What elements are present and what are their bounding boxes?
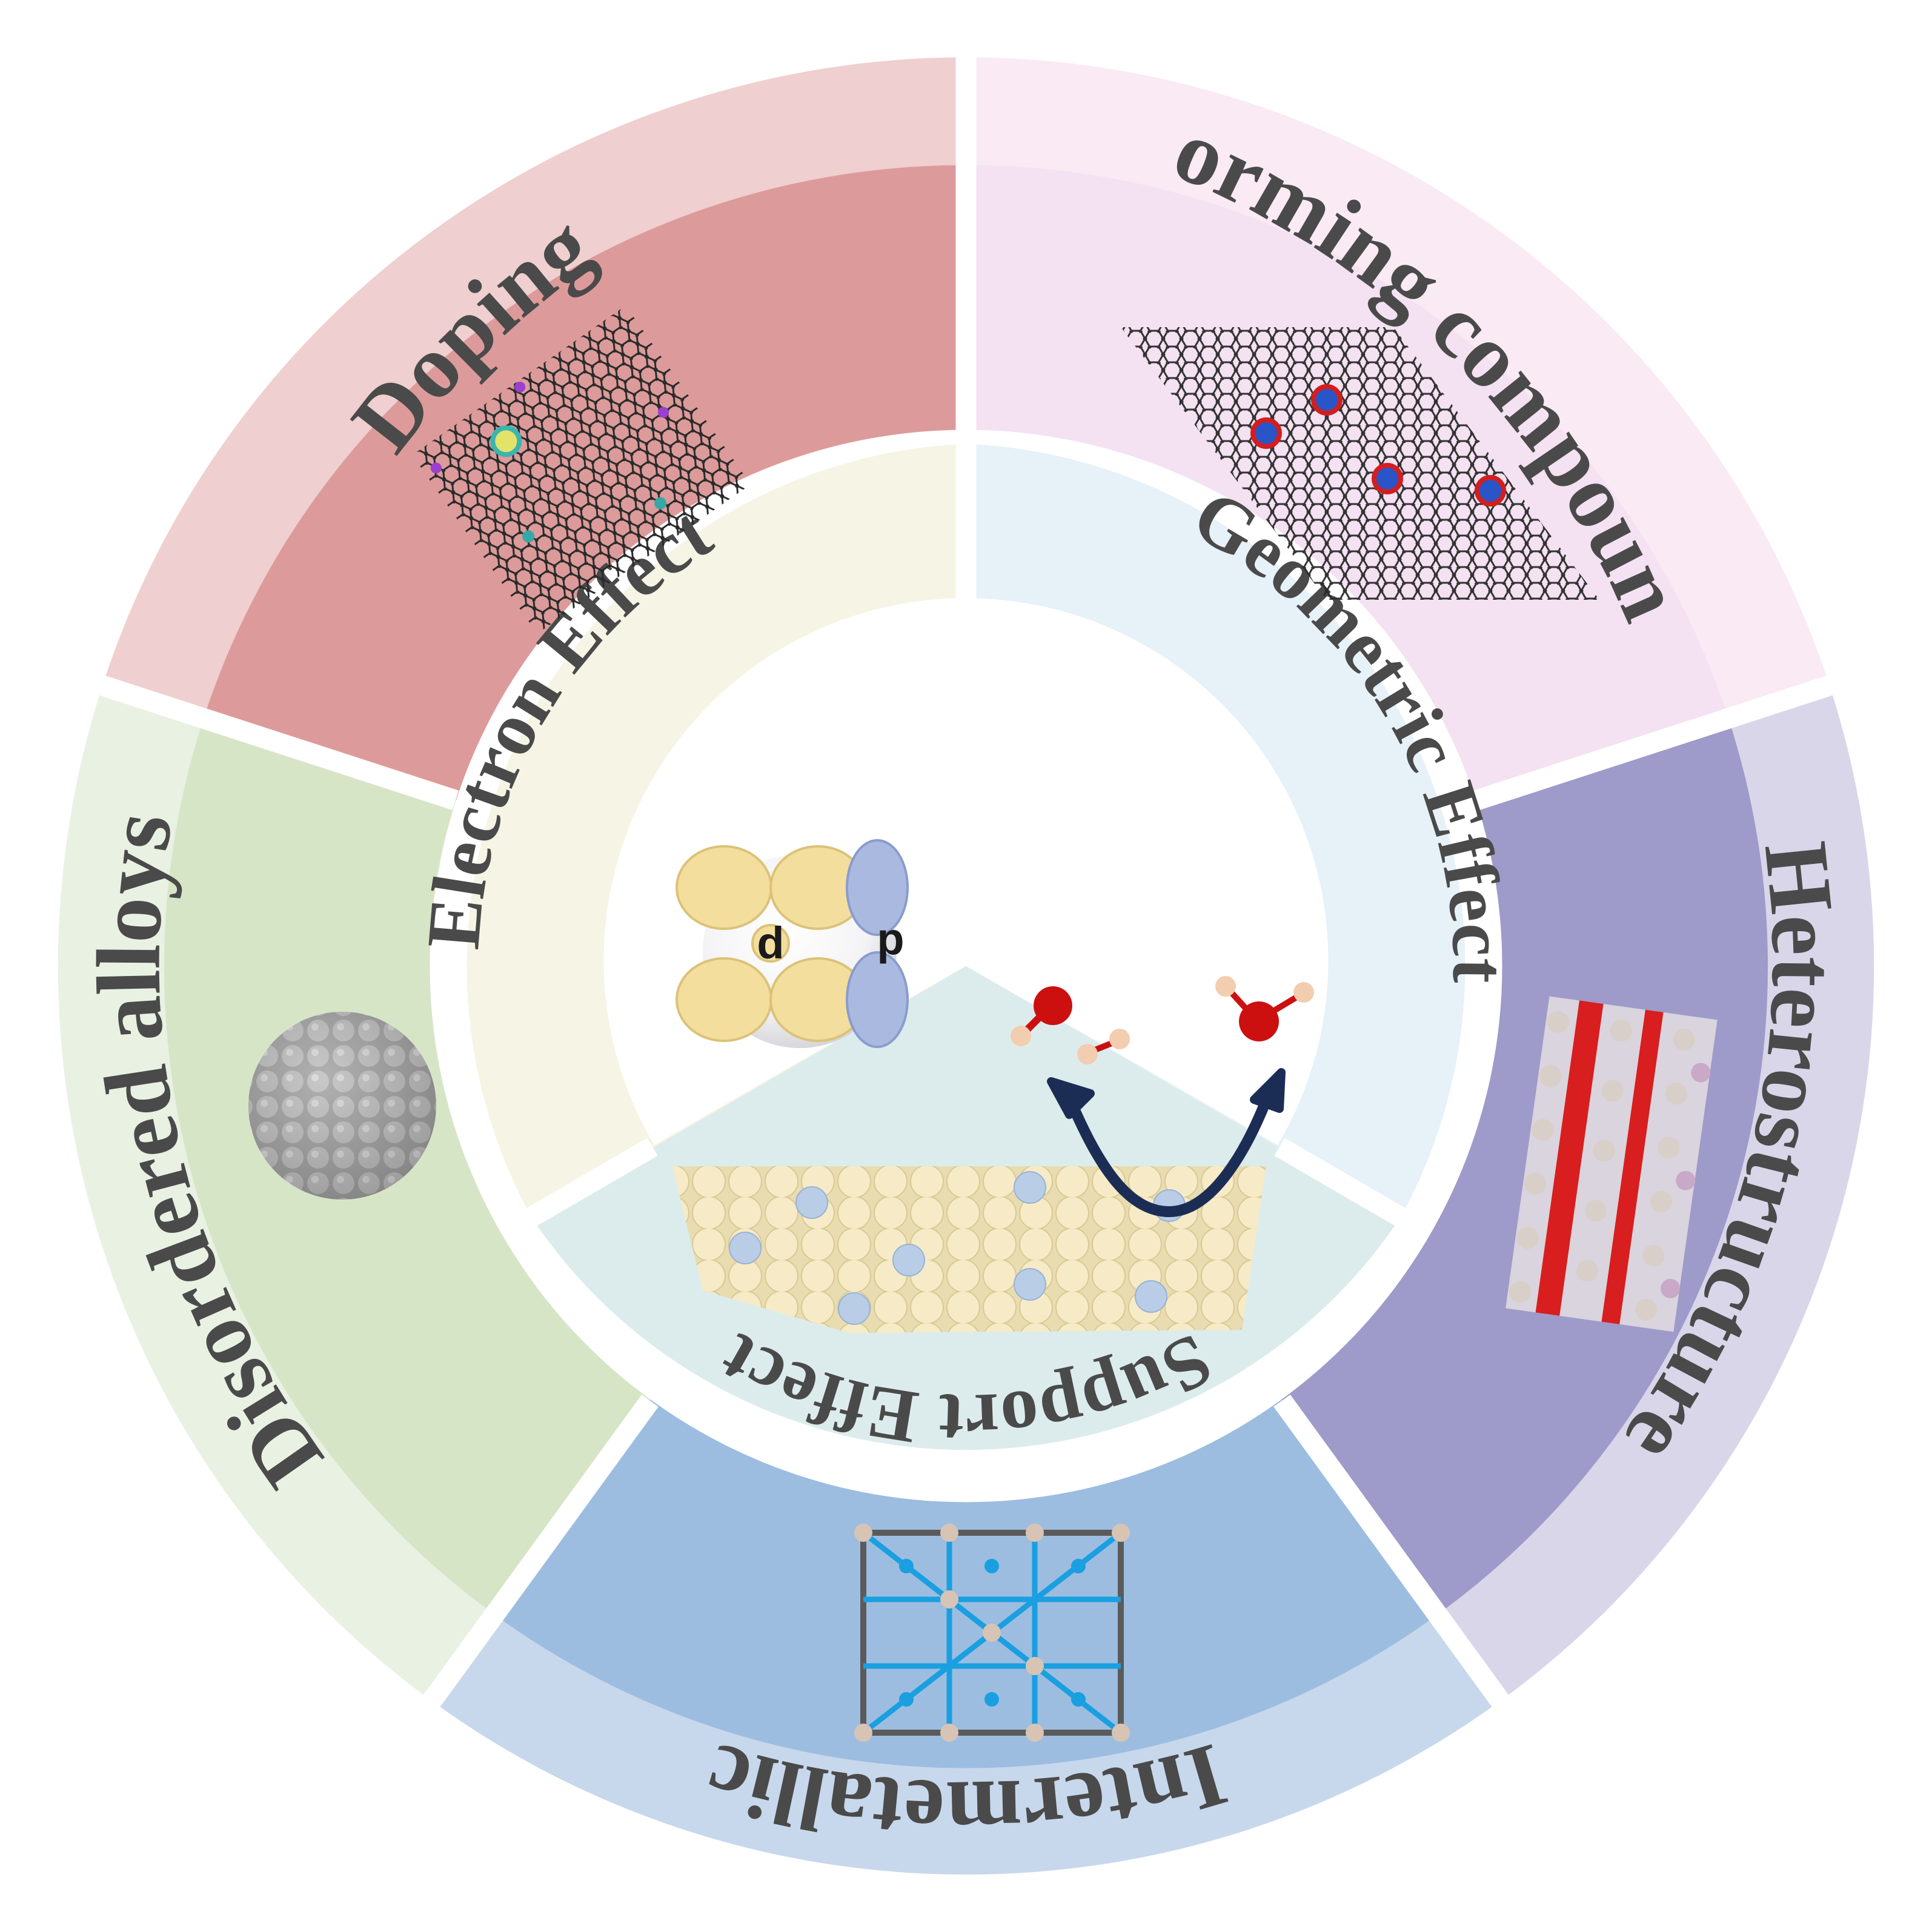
heterostructure-illustration xyxy=(1505,996,1718,1332)
graphene-compound-illustration xyxy=(1121,327,1599,600)
oxygen-atom-1 xyxy=(1034,986,1072,1025)
reaction-arrow xyxy=(1047,1068,1286,1218)
intermetallic-lattice-illustration xyxy=(854,1524,1130,1742)
p-orbital-icon xyxy=(846,839,909,1048)
oxygen-atom-2 xyxy=(1239,1001,1279,1041)
arrow-head-right xyxy=(1250,1068,1286,1113)
d-orbital-label: d xyxy=(757,918,784,968)
doped-graphene-illustration xyxy=(412,305,751,634)
p-orbital-label: p xyxy=(877,914,904,964)
hydrogen-atom-3 xyxy=(1109,1029,1130,1049)
orbital-bubble: d p xyxy=(676,839,909,1048)
d-orbital-icon xyxy=(676,845,866,1042)
arrow-head-left xyxy=(1047,1077,1095,1119)
hydrogen-atom-2 xyxy=(1077,1044,1098,1064)
separators xyxy=(85,47,1847,1718)
support-surface-illustration xyxy=(672,1166,1266,1333)
hydrogen-atom-1 xyxy=(1011,1026,1031,1046)
nanoparticle-illustration xyxy=(248,1012,436,1200)
molecules-illustration xyxy=(1011,976,1314,1064)
hydrogen-atom-5 xyxy=(1293,982,1314,1003)
hydrogen-atom-4 xyxy=(1215,976,1236,997)
